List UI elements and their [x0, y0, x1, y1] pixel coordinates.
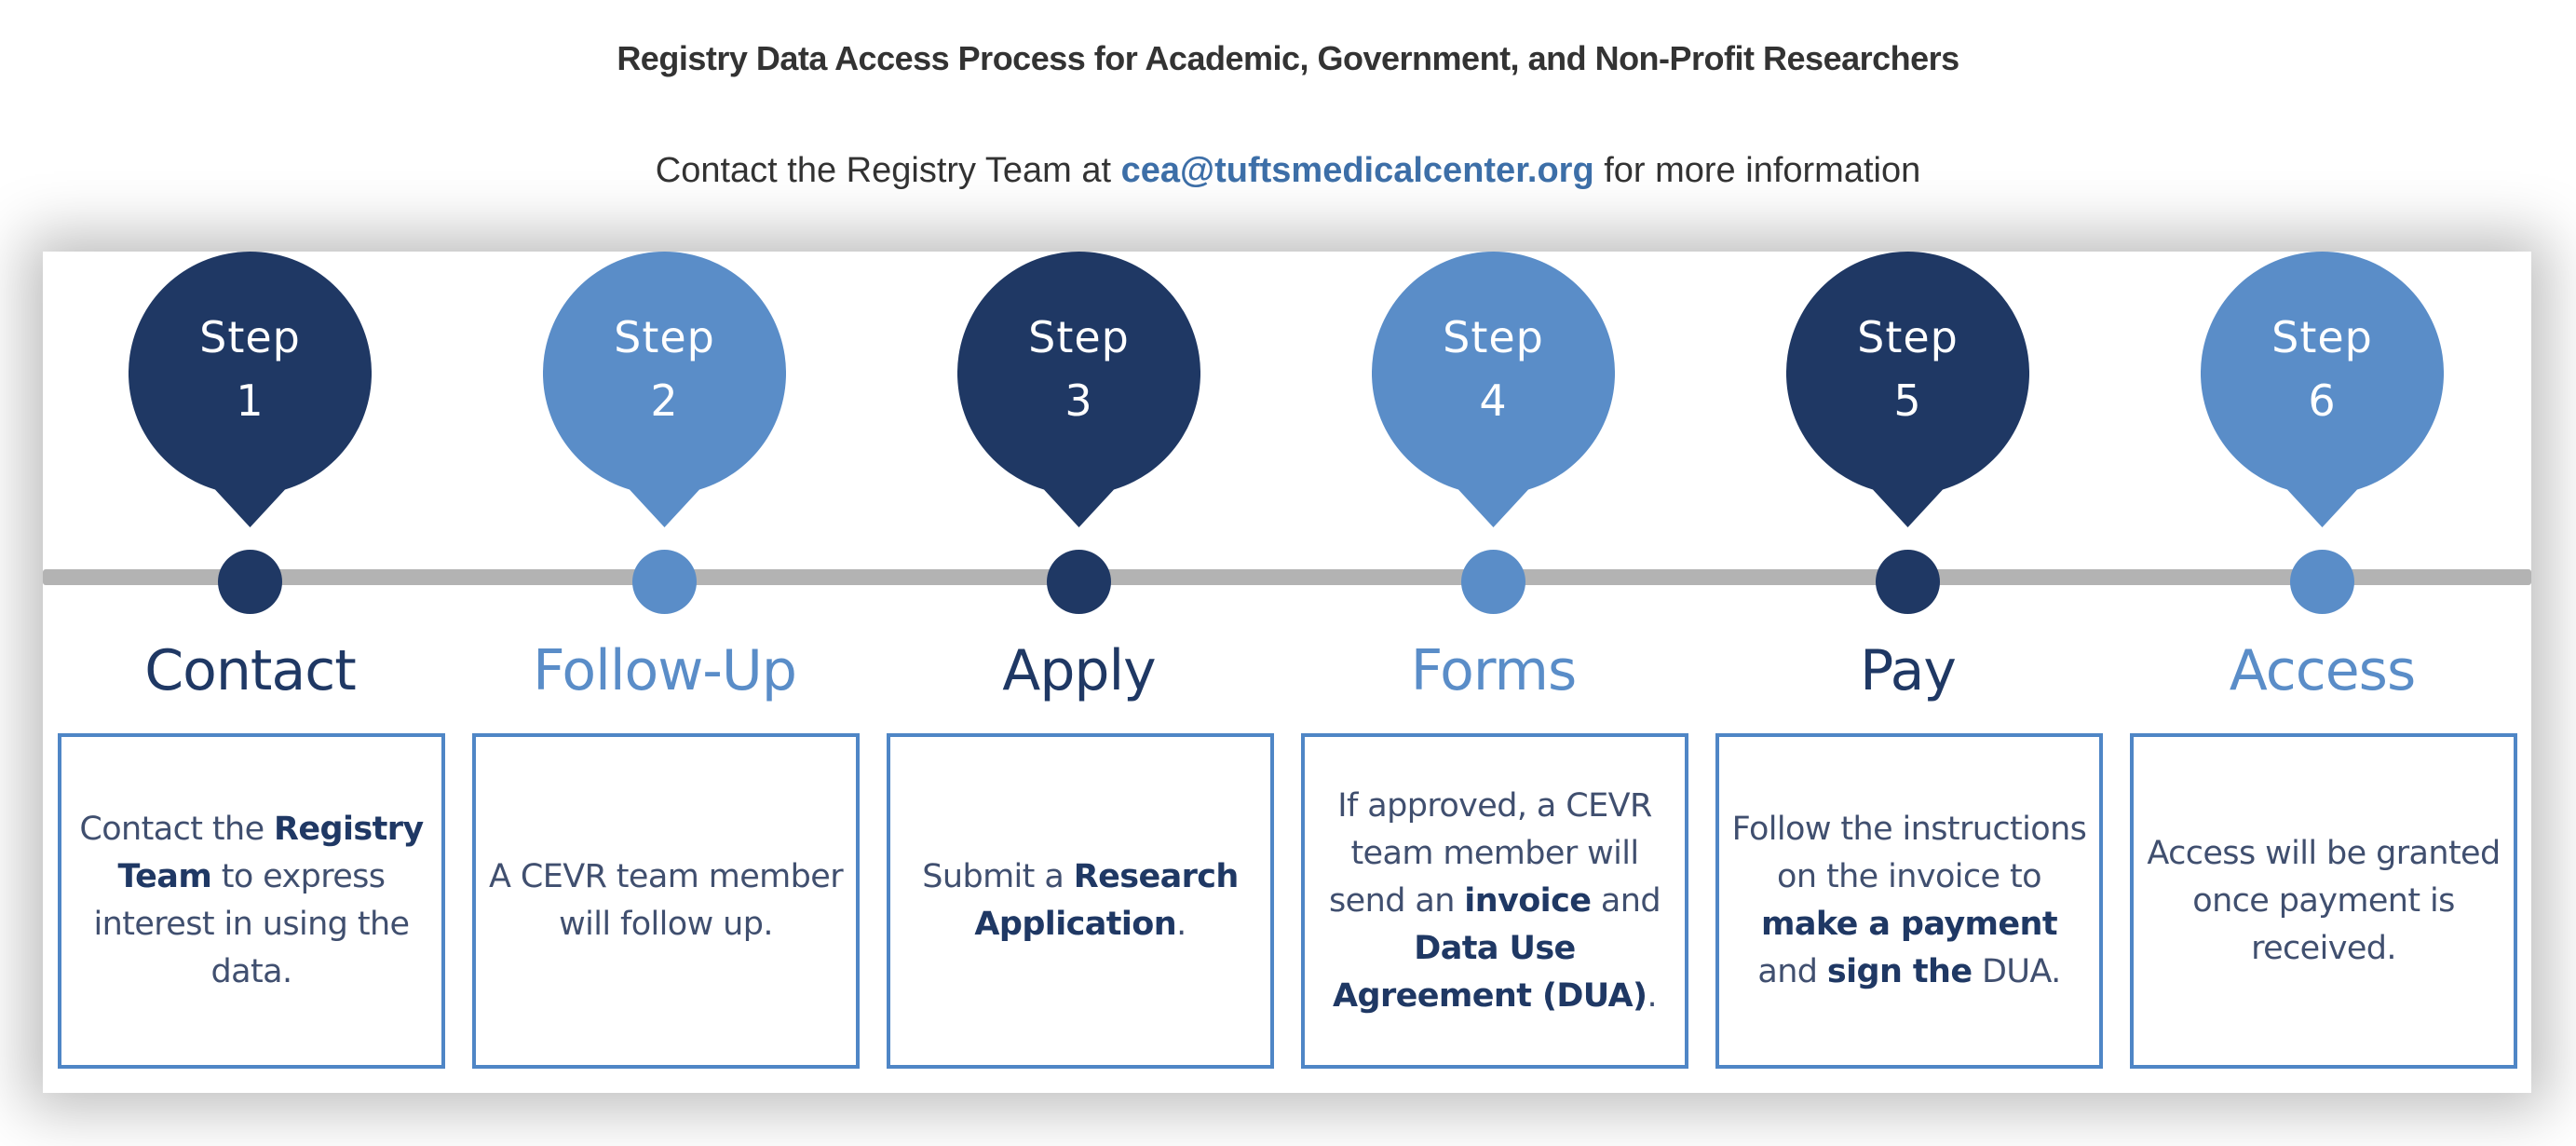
timeline-dot	[632, 550, 697, 614]
timeline-dot	[218, 550, 282, 614]
step-word: Step	[1443, 312, 1544, 362]
description-text: Follow the instructions on the invoice t…	[1731, 811, 2087, 895]
step-pin: Step 5	[1786, 252, 2029, 531]
emphasis-text: Research Application	[974, 858, 1239, 943]
step-description-box: A CEVR team member will follow up.	[472, 733, 860, 1069]
step-6: Step 6 Access Access will be granted onc…	[2115, 252, 2529, 1093]
emphasis-text: make a payment	[1760, 906, 2058, 943]
step-word: Step	[199, 312, 301, 362]
step-heading: Pay	[1860, 638, 1957, 703]
step-description-box: If approved, a CEVR team member will sen…	[1301, 733, 1688, 1069]
step-2: Step 2 Follow-Up A CEVR team member will…	[457, 252, 872, 1093]
description-text: Contact the	[79, 811, 275, 848]
map-pin-icon	[1786, 252, 2029, 527]
step-number: 6	[2308, 375, 2337, 426]
description-text: A CEVR team member will follow up.	[489, 858, 844, 943]
contact-line-suffix: for more information	[1593, 151, 1921, 190]
emphasis-text: invoice	[1464, 881, 1592, 920]
timeline-dot	[2290, 550, 2354, 614]
timeline-dot	[1461, 550, 1525, 614]
step-pin: Step 1	[129, 252, 372, 531]
step-4: Step 4 Forms If approved, a CEVR team me…	[1286, 252, 1701, 1093]
process-diagram: Step 1 Contact Contact the Registry Team…	[43, 252, 2531, 1093]
description-text: and	[1591, 881, 1661, 920]
email-link[interactable]: cea@tuftsmedicalcenter.org	[1120, 151, 1594, 190]
step-pin: Step 3	[957, 252, 1200, 531]
step-word: Step	[2271, 312, 2373, 362]
step-number: 5	[1893, 375, 1922, 426]
step-pin: Step 6	[2201, 252, 2444, 531]
step-word: Step	[1028, 312, 1130, 362]
step-description: Contact the Registry Team to express int…	[61, 806, 441, 996]
emphasis-text: Registry Team	[117, 811, 425, 895]
step-description: A CEVR team member will follow up.	[476, 853, 856, 948]
description-text: DUA.	[1972, 953, 2061, 990]
emphasis-text: Data Use Agreement (DUA)	[1333, 929, 1647, 1015]
step-word: Step	[614, 312, 715, 362]
description-text: If approved, a CEVR team member will sen…	[1329, 786, 1652, 920]
contact-line: Contact the Registry Team at cea@tuftsme…	[0, 147, 2576, 194]
step-heading: Access	[2229, 638, 2416, 703]
map-pin-icon	[129, 252, 372, 527]
step-description: Access will be granted once payment is r…	[2134, 830, 2514, 973]
step-description-box: Access will be granted once payment is r…	[2130, 733, 2517, 1069]
step-word: Step	[1857, 312, 1959, 362]
step-heading: Forms	[1410, 638, 1577, 703]
emphasis-text: sign the	[1826, 953, 1973, 990]
step-number: 2	[650, 375, 679, 426]
step-heading: Follow-Up	[533, 638, 797, 703]
map-pin-icon	[543, 252, 786, 527]
map-pin-icon	[957, 252, 1200, 527]
description-text: .	[1647, 976, 1657, 1015]
step-pin: Step 2	[543, 252, 786, 531]
step-heading: Apply	[1002, 638, 1156, 703]
description-text: .	[1176, 906, 1186, 943]
step-description: Follow the instructions on the invoice t…	[1719, 806, 2099, 996]
step-5: Step 5 Pay Follow the instructions on th…	[1701, 252, 2115, 1093]
map-pin-icon	[2201, 252, 2444, 527]
description-text: to express interest in using the data.	[93, 858, 411, 990]
step-description: Submit a Research Application.	[890, 853, 1270, 948]
step-description-box: Follow the instructions on the invoice t…	[1715, 733, 2103, 1069]
step-number: 1	[236, 375, 264, 426]
step-description-box: Submit a Research Application.	[887, 733, 1274, 1069]
step-description: If approved, a CEVR team member will sen…	[1305, 783, 1685, 1020]
step-pin: Step 4	[1372, 252, 1615, 531]
timeline-dot	[1047, 550, 1111, 614]
description-text: Submit a	[922, 858, 1074, 895]
step-number: 3	[1064, 375, 1093, 426]
step-heading: Contact	[144, 638, 356, 703]
description-text: Access will be granted once payment is r…	[2147, 834, 2501, 967]
page-title: Registry Data Access Process for Academi…	[617, 39, 1959, 77]
contact-line-prefix: Contact the Registry Team at	[655, 151, 1121, 190]
step-1: Step 1 Contact Contact the Registry Team…	[43, 252, 457, 1093]
step-number: 4	[1479, 375, 1508, 426]
step-description-box: Contact the Registry Team to express int…	[58, 733, 445, 1069]
map-pin-icon	[1372, 252, 1615, 527]
step-3: Step 3 Apply Submit a Research Applicati…	[872, 252, 1286, 1093]
timeline-dot	[1876, 550, 1940, 614]
description-text: and	[1757, 953, 1827, 990]
